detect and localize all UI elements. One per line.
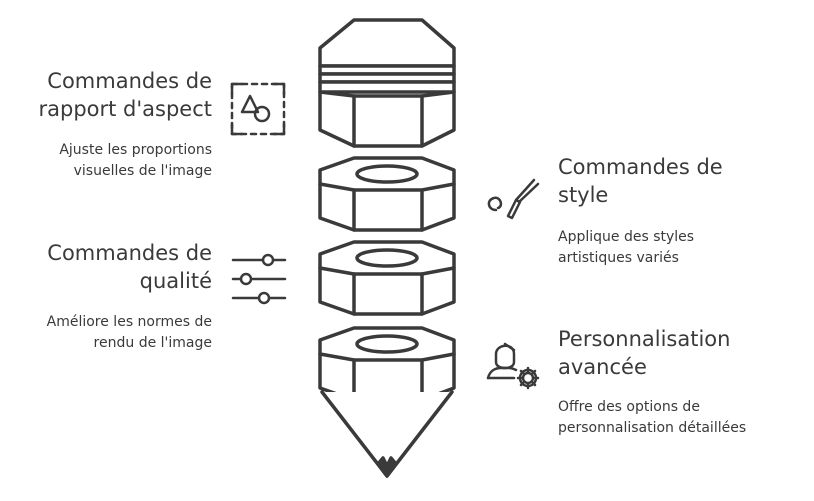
desc-line: Offre des options de	[558, 399, 700, 415]
sliders-icon	[231, 253, 287, 305]
title-line: Commandes de	[558, 155, 723, 179]
section-aspect-title: Commandes de rapport d'aspect	[39, 67, 213, 123]
desc-line: Ajuste les proportions	[59, 142, 212, 158]
desc-line: Améliore les normes de	[46, 314, 212, 330]
desc-line: artistiques variés	[558, 250, 679, 266]
user-gear-icon	[486, 342, 540, 390]
title-line: Commandes de	[47, 69, 212, 93]
tip-segment	[318, 326, 456, 478]
brush-icon	[487, 178, 540, 220]
section-quality-title: Commandes de qualité	[47, 239, 212, 295]
desc-line: rendu de l'image	[93, 335, 212, 351]
cap-segment	[318, 18, 456, 148]
title-line: Personnalisation	[558, 327, 731, 351]
title-line: style	[558, 183, 609, 207]
nut-segment-2	[318, 240, 456, 316]
aspect-ratio-icon	[230, 82, 286, 136]
desc-line: personnalisation détaillées	[558, 420, 747, 436]
section-custom-title: Personnalisation avancée	[558, 325, 730, 381]
section-style-title: Commandes de style	[558, 153, 723, 209]
section-custom-desc: Offre des options de personnalisation dé…	[558, 397, 746, 439]
title-line: rapport d'aspect	[38, 97, 213, 121]
section-aspect-desc: Ajuste les proportions visuelles de l'im…	[59, 140, 212, 182]
section-style-desc: Applique des styles artistiques variés	[558, 227, 694, 269]
title-line: qualité	[139, 269, 212, 293]
nut-segment-1	[318, 156, 456, 232]
section-quality-desc: Améliore les normes de rendu de l'image	[47, 312, 212, 354]
title-line: avancée	[558, 355, 647, 379]
desc-line: visuelles de l'image	[73, 163, 212, 179]
title-line: Commandes de	[47, 241, 212, 265]
desc-line: Applique des styles	[558, 229, 695, 245]
